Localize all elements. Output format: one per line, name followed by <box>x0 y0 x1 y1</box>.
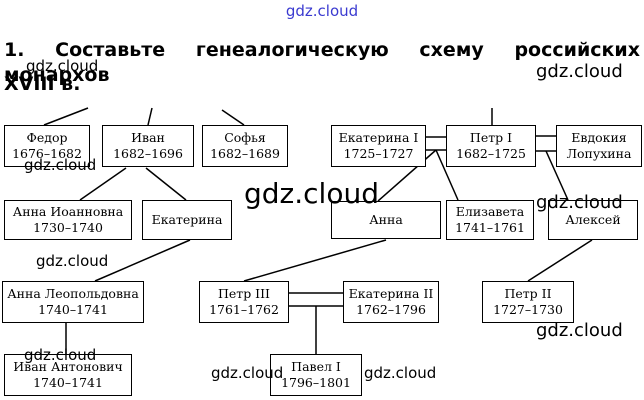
person-name: Анна Леопольдовна <box>7 286 139 301</box>
person-years: 1725–1727 <box>343 146 414 161</box>
person-anna-leopoldovna: Анна Леопольдовна 1740–1741 <box>2 281 144 323</box>
person-years: 1762–1796 <box>356 302 426 317</box>
person-name: Алексей <box>565 212 621 227</box>
person-name: Евдокия <box>571 130 627 145</box>
person-name: Екатерина II <box>348 286 434 301</box>
line-ivan-anna-ioannovna <box>79 167 127 201</box>
watermark: gdz.cloud <box>244 177 379 210</box>
line-fedor <box>43 107 89 126</box>
person-name: Екатерина I <box>338 130 419 145</box>
person-name: Софья <box>224 130 266 145</box>
person-petr3: Петр III 1761–1762 <box>199 281 289 323</box>
person-ekaterina1: Екатерина I 1725–1727 <box>331 125 426 167</box>
watermark: gdz.cloud <box>26 57 99 75</box>
person-years: 1740–1741 <box>38 302 108 317</box>
line-marriage-aleksey <box>545 150 569 201</box>
person-ekaterina: Екатерина <box>142 200 232 240</box>
person-name: Петр I <box>469 130 513 145</box>
person-years: 1682–1696 <box>113 146 183 161</box>
person-years: 1741–1761 <box>455 220 525 235</box>
watermark: gdz.cloud <box>536 192 623 213</box>
line-marriage-elizaveta <box>435 149 459 201</box>
watermark: gdz.cloud <box>211 364 284 382</box>
person-ivan-antonovich: Иван Антонович 1740–1741 <box>4 354 132 396</box>
person-name: Петр II <box>504 286 552 301</box>
person-petr2: Петр II 1727–1730 <box>482 281 574 323</box>
person-ivan: Иван 1682–1696 <box>102 125 194 167</box>
person-years: 1796–1801 <box>281 375 351 390</box>
watermark: gdz.cloud <box>536 61 623 82</box>
line-marriage-anna <box>377 149 437 202</box>
watermark-top: gdz.cloud <box>285 2 359 20</box>
watermark: gdz.cloud <box>24 346 97 364</box>
person-petr1: Петр I 1682–1725 <box>446 125 536 167</box>
watermark: gdz.cloud <box>24 156 97 174</box>
line-anna-petr3 <box>243 239 387 282</box>
line-ivan-ekaterina <box>145 167 187 201</box>
person-elizaveta: Елизавета 1741–1761 <box>446 200 534 240</box>
person-fedor: Федор 1676–1682 <box>4 125 90 167</box>
person-name: Павел I <box>291 359 341 374</box>
person-name: Петр III <box>217 286 270 301</box>
person-name: Анна <box>369 212 403 227</box>
person-name: Иван <box>131 130 165 145</box>
watermark: gdz.cloud <box>536 320 623 341</box>
person-years: Лопухина <box>566 146 632 161</box>
person-years: 1676–1682 <box>12 146 82 161</box>
person-sofya: Софья 1682–1689 <box>202 125 288 167</box>
person-years: 1727–1730 <box>493 302 563 317</box>
person-name: Екатерина <box>151 212 223 227</box>
task-title-line1: 1. Составьте генеалогическую схему росси… <box>4 39 640 86</box>
person-name: Елизавета <box>455 204 525 219</box>
line-aleksey-petr2 <box>527 239 593 282</box>
person-years: 1740–1741 <box>33 375 103 390</box>
task-title-line2: XVIII в. <box>4 73 81 95</box>
person-years: 1682–1725 <box>456 146 526 161</box>
person-name: Федор <box>26 130 68 145</box>
person-ekaterina2: Екатерина II 1762–1796 <box>343 281 439 323</box>
line-ivan <box>147 107 153 126</box>
person-pavel1: Павел I 1796–1801 <box>270 354 362 396</box>
watermark: gdz.cloud <box>36 252 109 270</box>
watermark: gdz.cloud <box>364 364 437 382</box>
person-years: 1730–1740 <box>33 220 103 235</box>
person-years: 1761–1762 <box>209 302 279 317</box>
person-name: Иван Антонович <box>13 359 123 374</box>
person-years: 1682–1689 <box>210 146 280 161</box>
person-anna-ioannovna: Анна Иоанновна 1730–1740 <box>4 200 132 240</box>
person-anna: Анна <box>331 201 441 239</box>
person-evdokiya: Евдокия Лопухина <box>556 125 642 167</box>
line-sofya <box>221 109 245 126</box>
person-name: Анна Иоанновна <box>12 204 124 219</box>
person-aleksey: Алексей <box>548 200 638 240</box>
line-ekaterina-anna-leopoldovna <box>94 239 191 282</box>
